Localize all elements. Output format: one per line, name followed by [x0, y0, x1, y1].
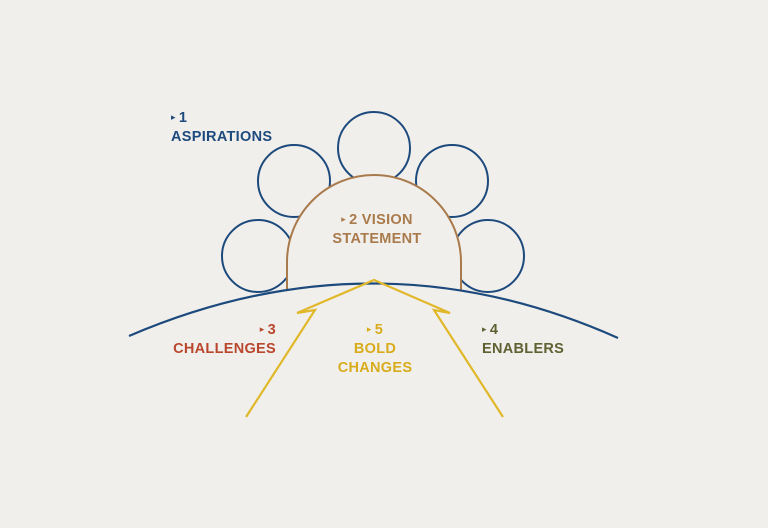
aspiration-circle-top: [337, 111, 411, 185]
aspiration-circle-left-low: [221, 219, 295, 293]
challenges-label: ▸3 CHALLENGES: [130, 320, 276, 359]
vision-number: 2: [349, 212, 358, 228]
vision-dome: [287, 175, 461, 300]
vision-text-line1: VISION: [361, 212, 413, 228]
enablers-number: 4: [489, 322, 499, 338]
right-triangle-icon: ▸: [482, 324, 487, 334]
enablers-label: ▸4 ENABLERS: [482, 320, 564, 359]
bold-changes-arrow: [245, 278, 504, 418]
aspiration-circle-left-high: [257, 144, 331, 218]
right-triangle-icon: ▸: [171, 112, 176, 122]
aspirations-number: 1: [178, 110, 188, 126]
vision-text-line2: STATEMENT: [332, 231, 422, 247]
right-triangle-icon: ▸: [341, 214, 347, 224]
bold-changes-text-line2: CHANGES: [337, 360, 413, 376]
enablers-text: ENABLERS: [482, 341, 565, 357]
bold-changes-label: ▸5 BOLD CHANGES: [320, 320, 430, 378]
bold-changes-text-line1: BOLD: [353, 341, 397, 357]
challenges-text: CHALLENGES: [173, 341, 276, 357]
vision-dome-outline: [286, 174, 462, 294]
challenges-number: 3: [267, 322, 276, 338]
aspiration-circle-right-high: [415, 144, 489, 218]
right-triangle-icon: ▸: [259, 324, 265, 334]
vision-statement-label: ▸2 VISION STATEMENT: [322, 210, 432, 249]
right-triangle-icon: ▸: [366, 324, 372, 334]
horizon-curve: [128, 282, 619, 340]
bold-changes-number: 5: [374, 322, 384, 338]
aspirations-label: ▸1 ASPIRATIONS: [171, 108, 272, 147]
aspirations-text: ASPIRATIONS: [171, 129, 273, 145]
horizon-mask: [129, 283, 618, 528]
aspiration-circle-right-low: [451, 219, 525, 293]
